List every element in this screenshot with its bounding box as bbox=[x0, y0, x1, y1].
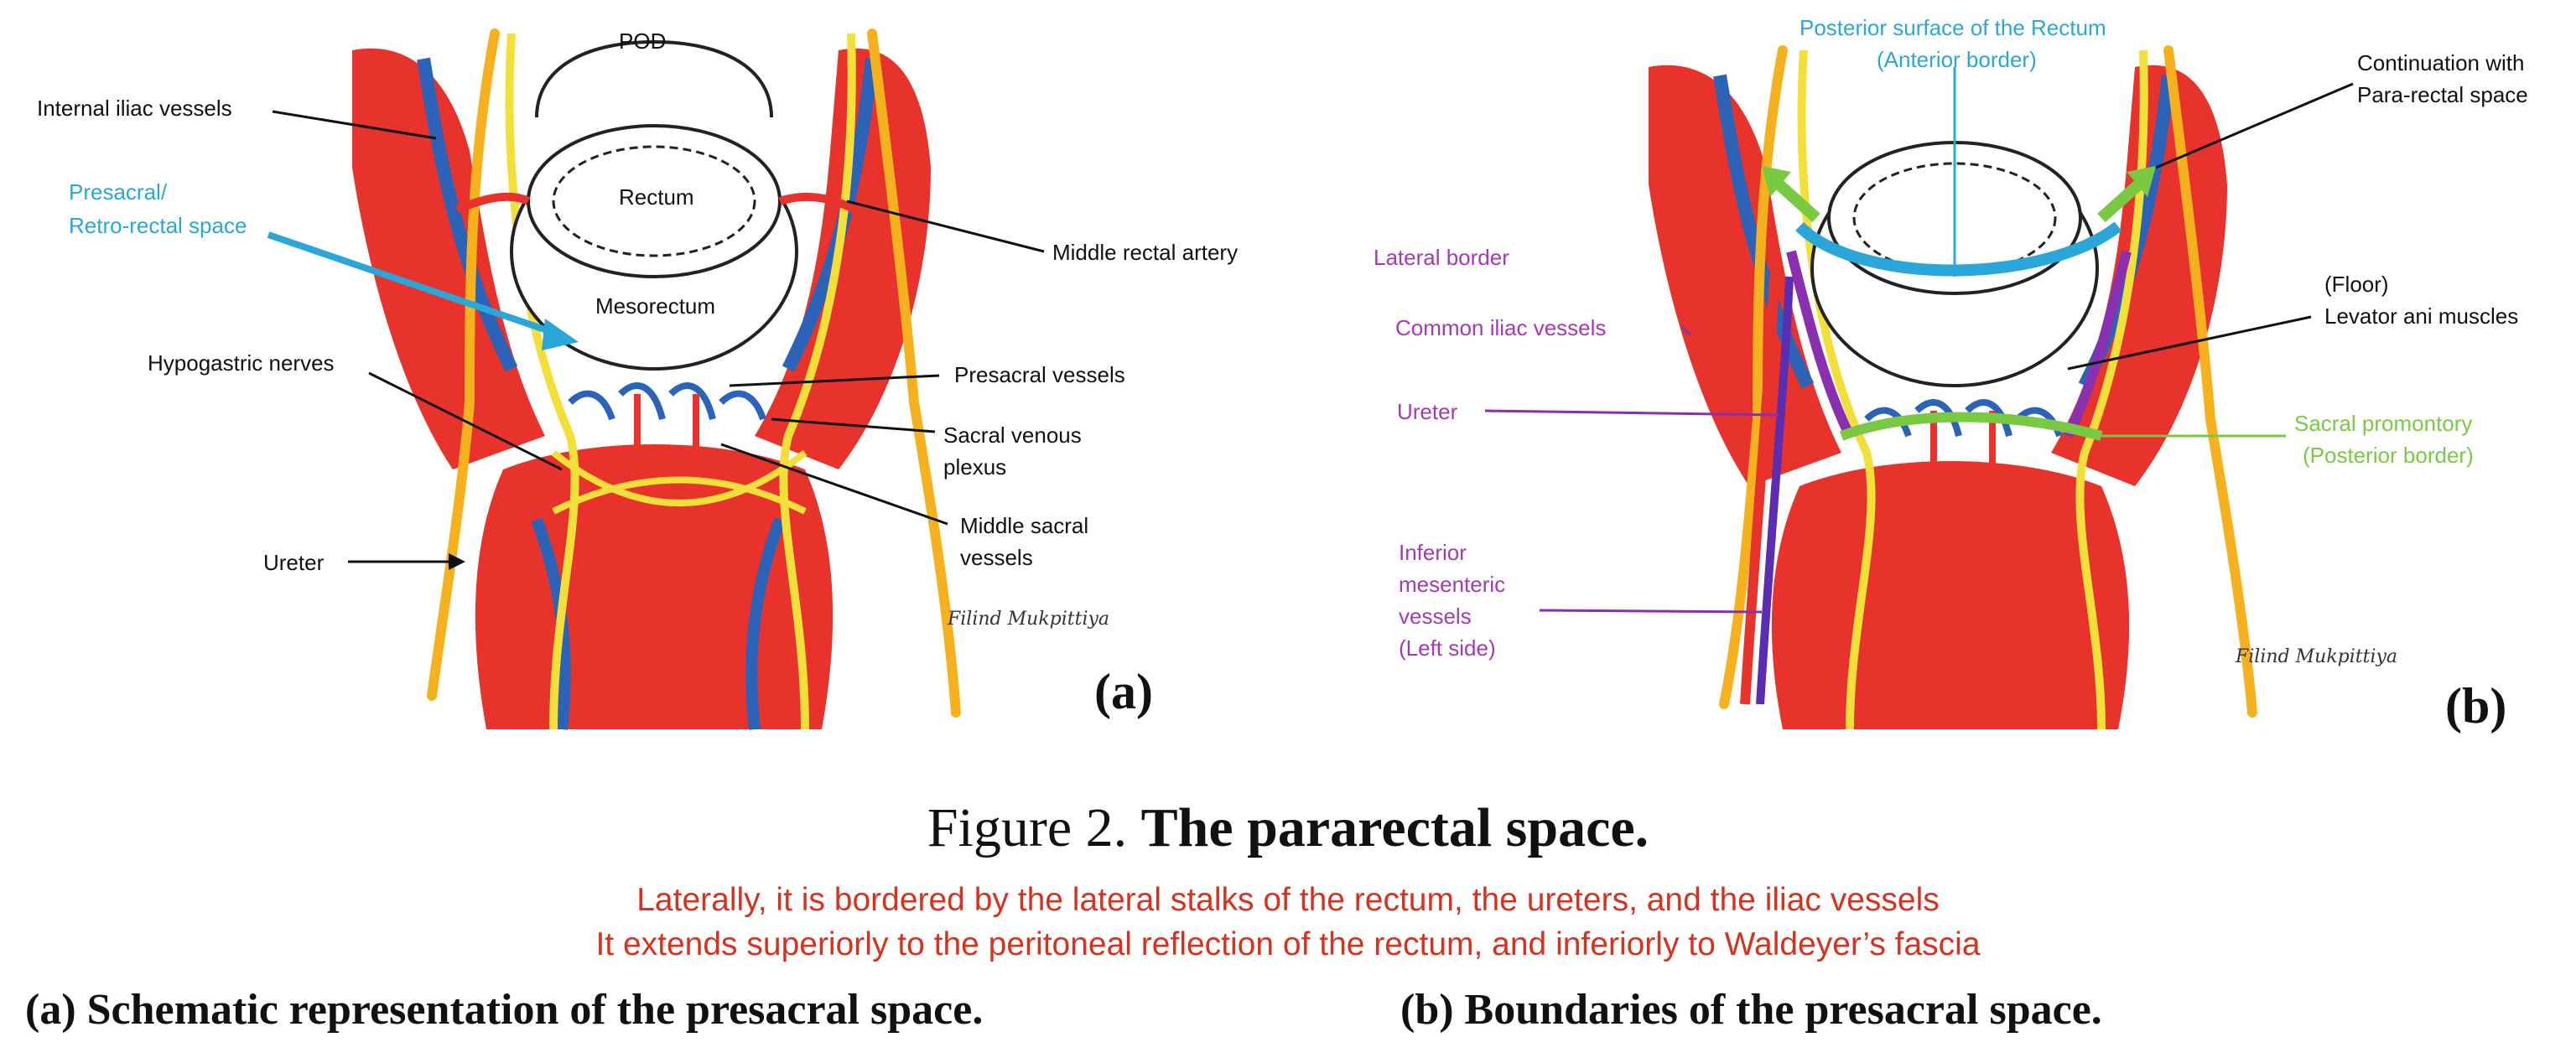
posterior-surface-label-line2: (Anterior border) bbox=[1877, 47, 2037, 72]
presacral-space-arrow bbox=[267, 231, 564, 339]
panel-b-illustration: Posterior surface of the Rectum (Anterio… bbox=[1374, 15, 2528, 734]
lateral-border-label: Lateral border bbox=[1374, 245, 1509, 270]
middle-sacral-label-line2: vessels bbox=[960, 545, 1033, 570]
panel-b-letter: (b) bbox=[2445, 678, 2506, 734]
left-continuation-arrowhead bbox=[1762, 166, 1791, 197]
left-ureter bbox=[427, 29, 500, 701]
left-continuation-arrow bbox=[1770, 175, 1820, 223]
sacral-venous-label-line2: plexus bbox=[943, 454, 1006, 480]
caption-note-line-2: It extends superiorly to the peritoneal … bbox=[595, 926, 1981, 962]
ims-label-line1: Inferior bbox=[1399, 540, 1467, 565]
panel-a-schematic: POD Internal iliac vessels Presacral/ Re… bbox=[0, 0, 1288, 754]
figure-title: Figure 2. The pararectal space. bbox=[0, 796, 2576, 860]
sacral-promontory-label-line1: Sacral promontory bbox=[2294, 411, 2472, 436]
right-lateral-border bbox=[2063, 250, 2132, 438]
left-lateral-border bbox=[1786, 250, 1855, 438]
leader-lines-b bbox=[1484, 82, 2354, 614]
inferior-mesenteric-vein bbox=[1756, 276, 1794, 705]
sacral-promontory-label-line2: (Posterior border) bbox=[2303, 443, 2474, 468]
figure-title-text: The pararectal space. bbox=[1140, 797, 1649, 858]
left-iliac-vein bbox=[417, 57, 518, 372]
right-continuation-arrow bbox=[2097, 175, 2148, 223]
sacrum-muscle-b bbox=[1771, 461, 2130, 729]
right-ureter bbox=[867, 29, 961, 718]
right-ureter-b bbox=[2163, 45, 2257, 718]
ims-label-line2: mesenteric bbox=[1399, 572, 1505, 597]
pod-outline bbox=[535, 39, 773, 118]
middle-sacral-label-line1: Middle sacral bbox=[960, 513, 1088, 538]
floor-label-line1: (Floor) bbox=[2324, 272, 2389, 297]
signature-b: Filind Mukpittiya bbox=[2235, 646, 2397, 667]
presacral-label-line2: Retro-rectal space bbox=[69, 213, 247, 238]
left-nerve-b bbox=[1797, 49, 1876, 730]
right-continuation-arrowhead bbox=[2127, 166, 2156, 197]
inferior-mesenteric-artery bbox=[1740, 276, 1779, 705]
panel-a-illustration: POD Internal iliac vessels Presacral/ Re… bbox=[37, 29, 1238, 730]
middle-rectal-artery-label: Middle rectal artery bbox=[1052, 240, 1238, 265]
signature-a: Filind Mukpittiya bbox=[947, 609, 1109, 630]
ureter-arrowhead-a bbox=[449, 553, 465, 570]
ureter-label-b: Ureter bbox=[1397, 399, 1458, 424]
ureter-label-a: Ureter bbox=[263, 550, 325, 575]
common-iliac-label: Common iliac vessels bbox=[1395, 315, 1606, 340]
rectum-label: Rectum bbox=[619, 184, 694, 210]
lower-right-vein bbox=[745, 517, 786, 730]
rectum-lumen bbox=[552, 145, 756, 257]
hypogastric-nerves-label: Hypogastric nerves bbox=[148, 350, 335, 376]
presacral-space-arrowhead bbox=[542, 319, 579, 350]
left-hypogastric-nerve bbox=[505, 33, 579, 730]
caption-note-line-1: Laterally, it is bordered by the lateral… bbox=[636, 882, 1940, 918]
presacral-vessels bbox=[568, 382, 766, 469]
panel-a-letter: (a) bbox=[1094, 664, 1153, 719]
ims-label-line3: vessels bbox=[1399, 604, 1472, 629]
leader-lines-a bbox=[272, 110, 1045, 563]
right-middle-rectal-artery bbox=[778, 192, 858, 214]
sacrum-muscle bbox=[475, 444, 834, 729]
sacral-venous-label-line1: Sacral venous bbox=[943, 423, 1082, 448]
subcaption-b: (b) Boundaries of the presacral space. bbox=[1400, 986, 2102, 1034]
left-iliac-artery bbox=[352, 48, 545, 470]
continuation-label-line1: Continuation with bbox=[2357, 50, 2524, 75]
ims-label-line4: (Left side) bbox=[1399, 635, 1496, 661]
anterior-border-line bbox=[1795, 221, 2122, 277]
figure-prefix: Figure 2. bbox=[927, 797, 1128, 858]
sacral-promontory-line bbox=[1839, 412, 2103, 441]
subcaption-a: (a) Schematic representation of the pres… bbox=[25, 986, 984, 1034]
internal-iliac-label: Internal iliac vessels bbox=[37, 96, 232, 121]
mesorectum-label: Mesorectum bbox=[595, 293, 715, 319]
floor-label-line2: Levator ani muscles bbox=[2324, 303, 2518, 329]
pod-label: POD bbox=[619, 29, 666, 54]
left-iliac-artery-b bbox=[1649, 65, 1841, 487]
continuation-label-line2: Para-rectal space bbox=[2357, 82, 2528, 107]
posterior-surface-label-line1: Posterior surface of the Rectum bbox=[1800, 15, 2106, 40]
presacral-label-line1: Presacral/ bbox=[69, 179, 168, 205]
nerve-plexus-cross bbox=[551, 449, 808, 515]
presacral-vessels-label: Presacral vessels bbox=[954, 362, 1125, 387]
panel-b-boundaries: Posterior surface of the Rectum (Anterio… bbox=[1288, 0, 2576, 754]
left-middle-rectal-artery bbox=[455, 192, 531, 214]
